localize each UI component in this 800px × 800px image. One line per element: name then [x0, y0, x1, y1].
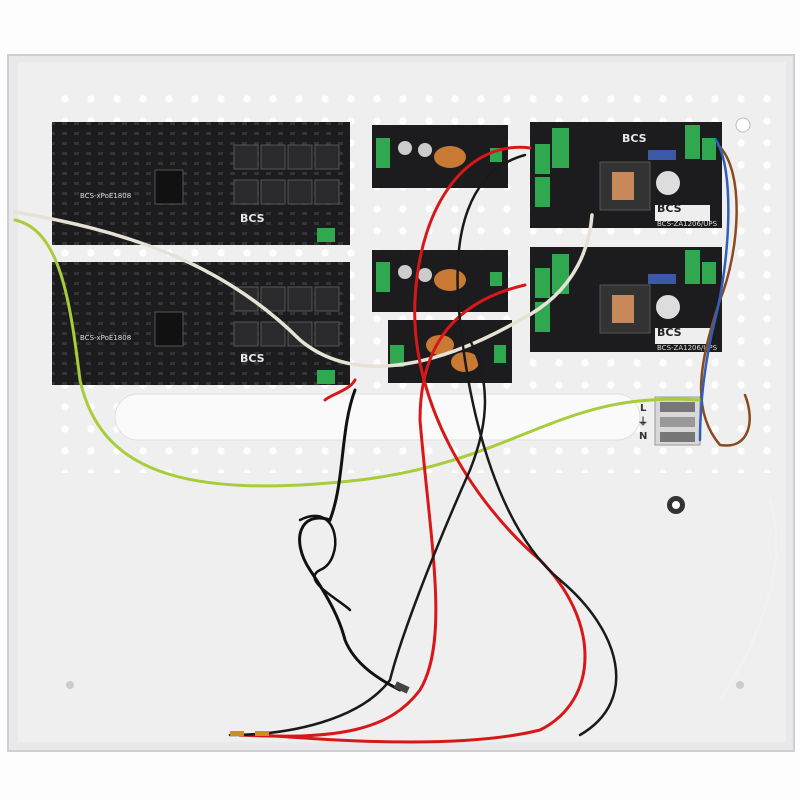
- poe-switch-board-2: [52, 262, 350, 385]
- terminal-label-l: L: [640, 403, 647, 414]
- dc-cable: [298, 388, 402, 692]
- dc-cable-coil: [298, 514, 352, 612]
- poe-model-label-2: BCS-xPoE1808: [80, 334, 131, 342]
- brand-logo-ups-2: BCS: [657, 326, 682, 339]
- ups-model-label-1: BCS-ZA1206/UPS: [657, 220, 718, 228]
- white-sensor-wire: [719, 499, 778, 701]
- poe-model-label-1: BCS-xPoE1808: [80, 192, 131, 200]
- mains-brown-wire: [699, 143, 751, 447]
- black-wire-2: [228, 338, 487, 737]
- battery-red-lead: [323, 378, 357, 402]
- ground-wire: [13, 218, 702, 488]
- wiring: [13, 138, 778, 744]
- brand-logo-ups-1: BCS: [622, 132, 647, 145]
- brand-logo-poe-2: BCS: [240, 352, 265, 365]
- cable-slot: [114, 393, 641, 441]
- red-wire-2: [238, 283, 527, 738]
- ups-power-supply-1: [530, 122, 722, 228]
- signal-white-wire: [13, 210, 594, 368]
- terminal-label-ground: ⏚: [638, 416, 648, 428]
- dc-plug: [393, 681, 410, 694]
- terminal-label-n: N: [639, 431, 647, 442]
- mains-terminal-block: [654, 396, 701, 446]
- brand-logo-ups-1b: BCS: [657, 202, 682, 215]
- dc-converter-3: [388, 320, 512, 383]
- ups-model-label-2: BCS-ZA1206/UPS: [657, 344, 718, 352]
- mains-blue-wire: [698, 138, 730, 442]
- ups-power-supply-2: [530, 247, 722, 352]
- poe-switch-board-1: [52, 122, 350, 245]
- dc-converter-2: [372, 250, 508, 312]
- black-wire-1: [456, 153, 618, 737]
- brand-logo-poe-1: BCS: [240, 212, 265, 225]
